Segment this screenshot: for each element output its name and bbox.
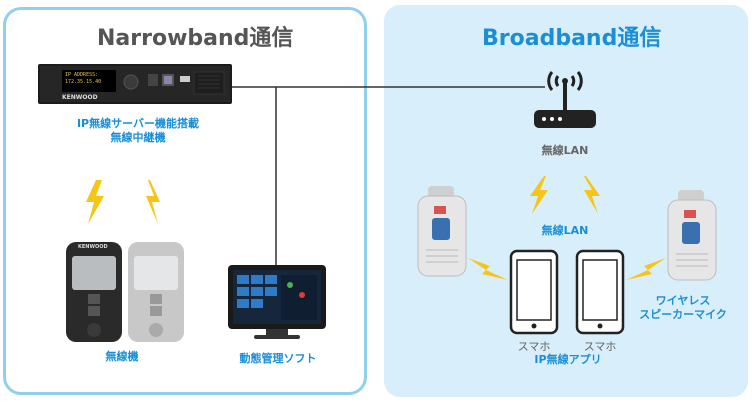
speaker-mic-label-line1: ワイヤレス (655, 294, 711, 307)
speaker-mic-label-line2: スピーカーマイク (639, 308, 727, 321)
smartphone-icon (509, 249, 559, 335)
radio-label: 無線機 (105, 350, 139, 363)
radio-brand: KENWOOD (78, 244, 108, 250)
repeater-display: IP ADDRESS: 172.35.15.40 (62, 70, 116, 92)
radio-device-icon (66, 242, 184, 342)
speaker-mic-icon (667, 190, 717, 281)
repeater-brand: KENWOOD (62, 94, 98, 101)
speaker-mic-label: ワイヤレス スピーカーマイク (628, 294, 738, 322)
repeater-label-line1: IP無線サーバー機能搭載 (76, 117, 200, 130)
lightning-icon (146, 180, 160, 224)
repeater-label: IP無線サーバー機能搭載 無線中継機 (58, 117, 218, 145)
wifi-label: 無線LAN (541, 224, 589, 237)
router-icon (534, 71, 596, 128)
repeater-display-line1: IP ADDRESS: (65, 72, 99, 78)
narrowband-title: Narrowband通信 (97, 26, 294, 51)
repeater-display-line2: 172.35.15.40 (65, 79, 102, 85)
speaker-mic-icon (417, 186, 467, 277)
broadband-title: Broadband通信 (482, 26, 662, 51)
software-monitor-icon (228, 265, 326, 339)
lightning-icon (86, 180, 104, 224)
lightning-icon (468, 258, 508, 280)
router-label: 無線LAN (541, 144, 589, 157)
smartphone-label: スマホ (583, 340, 617, 353)
lightning-icon (626, 258, 666, 280)
software-label: 動態管理ソフト (239, 352, 317, 365)
ip-app-label: IP無線アプリ (534, 353, 602, 366)
repeater-label-line2: 無線中継機 (110, 131, 166, 144)
lightning-icon (530, 176, 548, 214)
smartphone-label: スマホ (517, 340, 551, 353)
smartphone-icon (575, 249, 625, 335)
lightning-icon (584, 176, 600, 214)
